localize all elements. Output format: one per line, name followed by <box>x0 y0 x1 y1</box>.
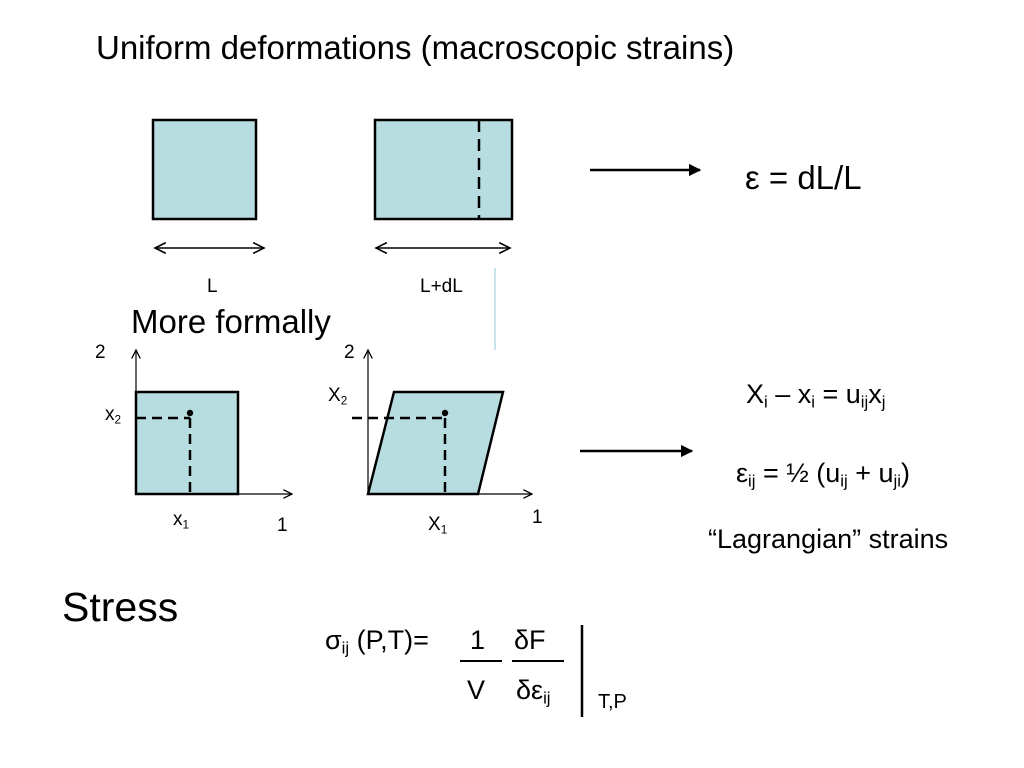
slide-title: Uniform deformations (macroscopic strain… <box>96 29 735 66</box>
right-point-x-label: X1 <box>428 514 448 537</box>
lagrangian-strain-equation: εij = ½ (uij + uji) <box>736 458 910 491</box>
right-point-y-label: X2 <box>328 385 348 408</box>
left-point-x-label: x1 <box>173 509 190 532</box>
right-sheared-parallelogram <box>366 390 505 496</box>
stress-evaluated-at: T,P <box>598 691 627 713</box>
right-axis-1-label: 1 <box>532 507 543 528</box>
left-point-y-label: x2 <box>105 404 122 427</box>
stress-denominator-left: V <box>467 675 486 705</box>
right-axis-2-label: 2 <box>344 342 355 363</box>
right-material-point <box>441 409 449 417</box>
left-material-point <box>186 409 194 417</box>
stress-numerator-right: δF <box>514 625 546 655</box>
displacement-equation: Xi – xi = uijxj <box>746 379 886 412</box>
stress-lhs: σij (P,T)= <box>325 625 429 658</box>
label-l: L <box>207 276 218 297</box>
left-axis-1-label: 1 <box>277 515 288 536</box>
more-formally-heading: More formally <box>131 303 331 340</box>
stress-denominator-right: δεij <box>516 675 551 708</box>
stress-numerator-left: 1 <box>470 625 486 655</box>
left-axis-2-label: 2 <box>95 342 106 363</box>
left-undeformed-square <box>134 390 240 496</box>
stretched-rectangle <box>373 118 514 221</box>
label-l-plus-dl: L+dL <box>420 276 463 297</box>
undeformed-square <box>151 118 258 221</box>
stress-heading: Stress <box>62 584 179 630</box>
strain-formula: ε = dL/L <box>745 159 862 196</box>
lagrangian-caption: “Lagrangian” strains <box>708 524 949 554</box>
